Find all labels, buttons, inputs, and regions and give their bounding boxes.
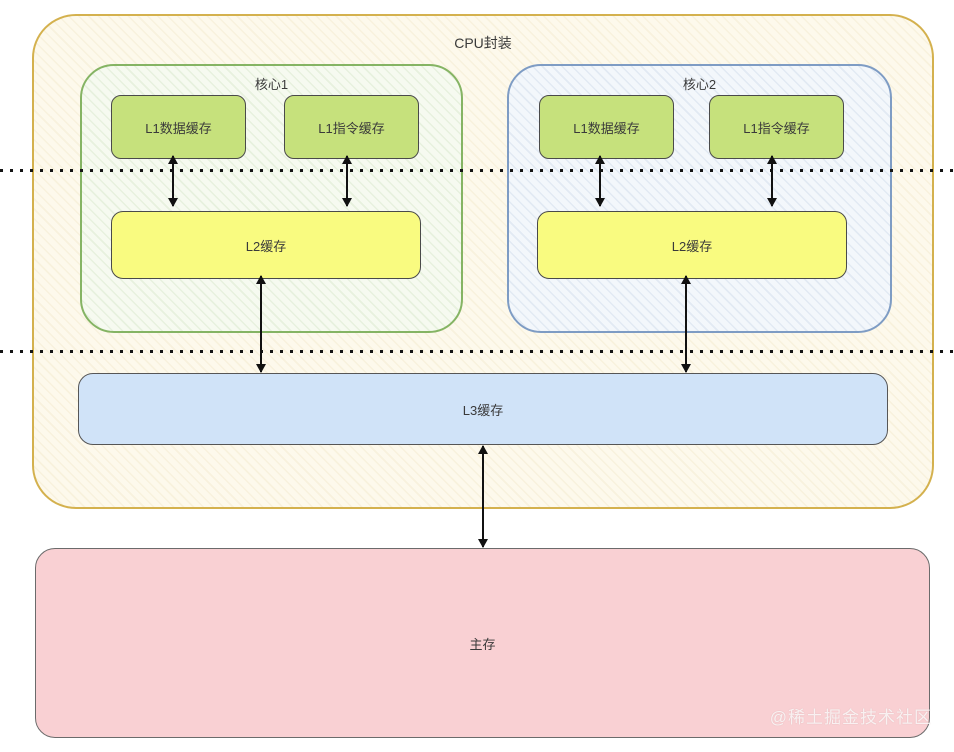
main-memory-box: 主存 bbox=[35, 548, 930, 738]
core1-label: 核心1 bbox=[254, 77, 289, 92]
watermark-text: @稀土掘金技术社区 bbox=[769, 708, 932, 727]
core2-l1-data-cache-label: L1数据缓存 bbox=[573, 120, 640, 136]
core1-l1-data-cache-label: L1数据缓存 bbox=[145, 120, 212, 136]
arrow-core2-l1inst-l2 bbox=[767, 155, 777, 207]
core2-l2-cache-label: L2缓存 bbox=[671, 238, 713, 254]
core1-l2-cache-box: L2缓存 bbox=[111, 211, 421, 279]
dotted-separator-line-1 bbox=[0, 169, 954, 172]
arrow-l3-main-memory bbox=[478, 445, 488, 548]
l3-cache-box: L3缓存 bbox=[78, 373, 888, 445]
core2-l2-cache-box: L2缓存 bbox=[537, 211, 847, 279]
l3-cache-label: L3缓存 bbox=[462, 402, 504, 418]
main-memory-label: 主存 bbox=[469, 636, 496, 652]
cpu-package-label: CPU封装 bbox=[454, 35, 512, 51]
core2-box: 核心2 L1数据缓存 L1指令缓存 L2缓存 bbox=[507, 64, 892, 333]
core1-l1-instruction-cache-label: L1指令缓存 bbox=[318, 120, 385, 136]
arrow-core2-l1data-l2 bbox=[595, 155, 605, 207]
arrow-core2-l2-l3 bbox=[681, 275, 691, 373]
core1-l1-data-cache-box: L1数据缓存 bbox=[111, 95, 246, 159]
arrow-core1-l2-l3 bbox=[256, 275, 266, 373]
core1-l1-instruction-cache-box: L1指令缓存 bbox=[284, 95, 419, 159]
arrow-core1-l1data-l2 bbox=[168, 155, 178, 207]
dotted-separator-line-2 bbox=[0, 350, 954, 353]
core2-l1-instruction-cache-label: L1指令缓存 bbox=[743, 120, 810, 136]
core2-l1-instruction-cache-box: L1指令缓存 bbox=[709, 95, 844, 159]
core2-l1-data-cache-box: L1数据缓存 bbox=[539, 95, 674, 159]
core1-l2-cache-label: L2缓存 bbox=[245, 238, 287, 254]
cpu-package-box: CPU封装 核心1 L1数据缓存 L1指令缓存 L2缓存 核心2 L1数据缓存 … bbox=[32, 14, 934, 509]
core1-box: 核心1 L1数据缓存 L1指令缓存 L2缓存 bbox=[80, 64, 463, 333]
arrow-core1-l1inst-l2 bbox=[342, 155, 352, 207]
core2-label: 核心2 bbox=[682, 77, 717, 92]
